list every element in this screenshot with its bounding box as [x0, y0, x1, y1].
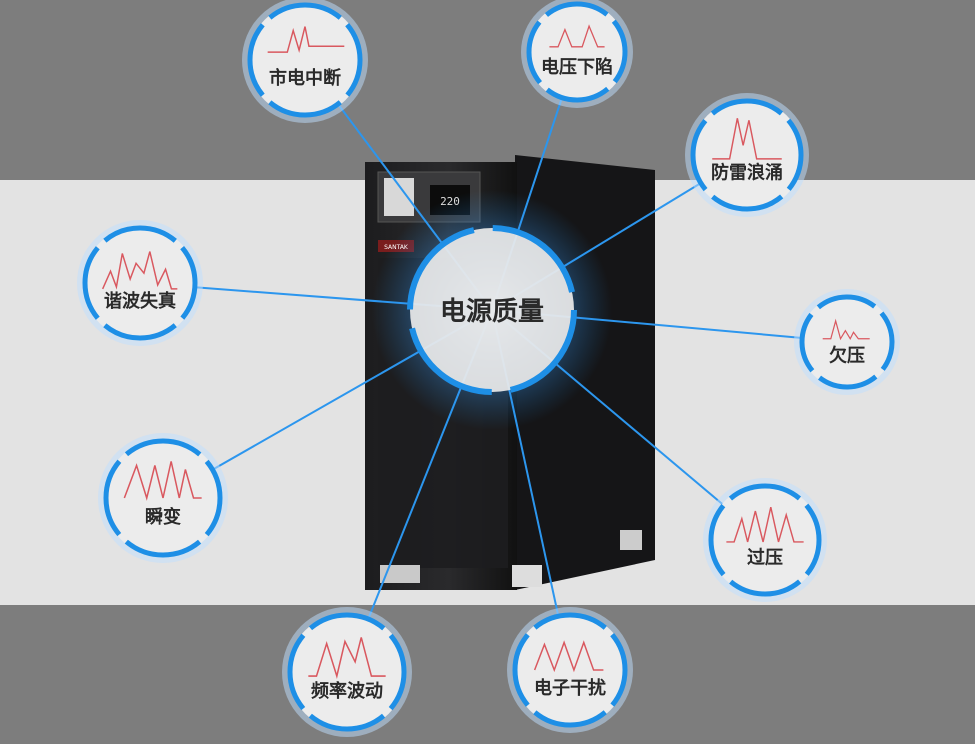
problem-label: 瞬变 — [145, 506, 181, 528]
problem-node-electronic-interference: 电子干扰 — [507, 607, 633, 733]
problem-node-power-outage: 市电中断 — [242, 0, 368, 123]
waveform-icon — [533, 640, 604, 673]
waveform-icon — [123, 461, 202, 501]
center-label: 电源质量 — [440, 297, 544, 327]
problem-node-transient: 瞬变 — [98, 433, 228, 563]
problem-node-harmonic-distortion: 谐波失真 — [77, 220, 203, 346]
ring — [247, 2, 363, 118]
ring — [82, 225, 198, 341]
waveform-icon — [822, 318, 870, 341]
center-ring — [407, 225, 577, 395]
problem-label: 频率波动 — [311, 680, 383, 702]
problem-label: 谐波失真 — [104, 290, 176, 312]
waveform-icon — [308, 637, 386, 679]
problem-node-lightning-surge: 防雷浪涌 — [685, 93, 809, 217]
center-node: 电源质量 — [372, 190, 612, 430]
ups-brand: SANTAK — [384, 244, 409, 251]
ups-text-overlay: 220 SANTAK — [384, 195, 460, 251]
problem-label: 电压下陷 — [541, 56, 613, 78]
problem-label: 市电中断 — [269, 67, 341, 89]
top-band — [0, 0, 975, 180]
problem-label: 防雷浪涌 — [711, 162, 783, 184]
bottom-band — [0, 605, 975, 744]
problem-node-frequency-fluctuation: 频率波动 — [282, 607, 412, 737]
problem-label: 过压 — [747, 547, 783, 569]
waveform-icon — [712, 118, 782, 160]
problem-node-voltage-sag: 电压下陷 — [521, 0, 633, 108]
problem-label: 欠压 — [829, 345, 865, 367]
waveform-icon — [267, 26, 345, 53]
problem-label: 电子干扰 — [534, 677, 606, 699]
waveform-icon — [101, 251, 178, 290]
problem-node-overvoltage: 过压 — [703, 478, 827, 602]
problem-node-undervoltage: 欠压 — [794, 289, 900, 395]
waveform-icon — [549, 24, 605, 48]
waveform-icon — [726, 507, 804, 543]
ring — [526, 1, 628, 103]
ups-display-value: 220 — [440, 195, 460, 208]
ring — [103, 438, 223, 558]
